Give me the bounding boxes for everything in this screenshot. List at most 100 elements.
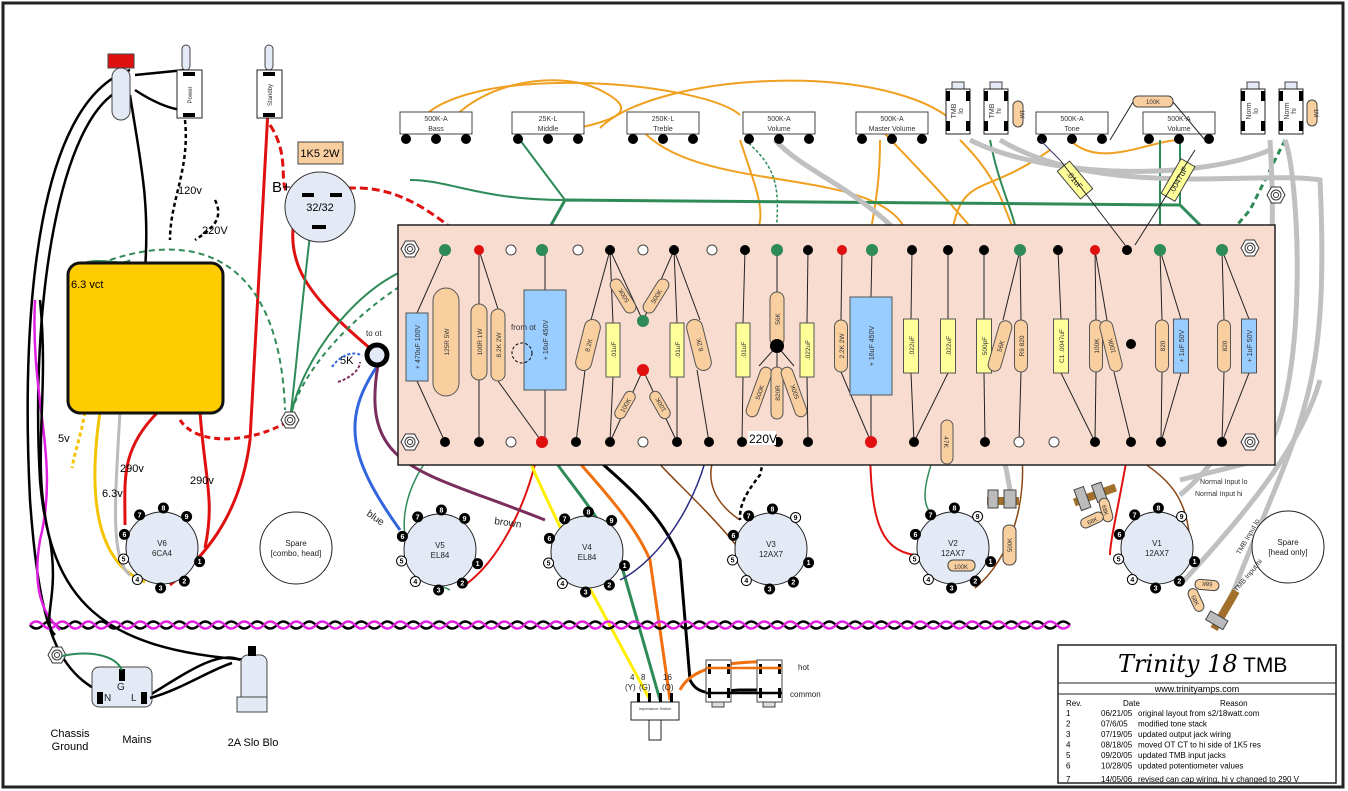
- component-label: 47K: [942, 436, 949, 448]
- svg-text:8: 8: [586, 510, 590, 517]
- tube-pin: 2: [787, 576, 799, 588]
- pot-lug: [774, 134, 784, 144]
- tube-pin: 2: [456, 577, 468, 589]
- jack-resistor: 1M: [1306, 99, 1318, 127]
- standby-switch-label: Standby: [268, 84, 274, 106]
- svg-text:3: 3: [1154, 585, 1158, 592]
- tube-pin: 9: [1176, 510, 1188, 522]
- ground-lug-icon: [400, 240, 420, 258]
- pot-value: 25K-L: [539, 116, 558, 123]
- svg-text:8: 8: [161, 506, 165, 513]
- v1-68k-a: 68K: [1100, 505, 1109, 517]
- tap-4-color: (Y): [625, 683, 636, 692]
- revision-date: 09/20/05: [1101, 751, 1133, 760]
- pot-name: Bass: [428, 126, 444, 133]
- tube-pin: 3: [433, 584, 445, 596]
- tube-pin: 4: [556, 578, 568, 590]
- turret: [605, 245, 615, 255]
- tube-pin: 8: [948, 502, 960, 514]
- tube-sockets: V66CA4123456789V5EL84123456789V4EL841234…: [118, 502, 1201, 598]
- tube-pin: 9: [790, 511, 802, 523]
- fuse-label: 2A Slo Blo: [228, 737, 279, 749]
- svg-text:9: 9: [610, 518, 614, 525]
- svg-text:3: 3: [768, 586, 772, 593]
- tube-pin: 7: [559, 513, 571, 525]
- spare-label: Spare: [1277, 538, 1299, 547]
- revision-number: 5: [1066, 751, 1071, 760]
- component-label: 500K: [789, 383, 801, 400]
- component-label: 500K: [755, 384, 767, 401]
- svg-text:9: 9: [794, 515, 798, 522]
- standby-switch[interactable]: Standby: [256, 44, 283, 119]
- board-res-1: 125R 5W: [432, 287, 460, 397]
- board-res-15: 500K: [745, 366, 773, 418]
- component-label: 500pF: [982, 337, 989, 355]
- board-ecap-33: + 1uF 50V: [1241, 318, 1257, 374]
- pot-name: Master Volume: [869, 126, 916, 133]
- svg-text:6: 6: [400, 534, 404, 541]
- component-label: .022uF: [909, 336, 916, 356]
- turret: [637, 244, 649, 256]
- pot-name: Treble: [653, 126, 673, 133]
- speaker-jacks[interactable]: hot common: [705, 659, 821, 708]
- output-transformer-connector: to ot 5K from ot: [331, 323, 537, 383]
- svg-text:1: 1: [807, 560, 811, 567]
- svg-text:9: 9: [976, 514, 980, 521]
- revision-reason: modified tone stack: [1138, 720, 1208, 729]
- label-5v: 5v: [58, 433, 70, 445]
- tube-pin: 6: [1113, 528, 1125, 540]
- label-290v-b: 290v: [190, 475, 214, 487]
- turret: [1014, 244, 1026, 256]
- tap-16-label: 16: [663, 673, 672, 682]
- pot-value: 500K-A: [1167, 116, 1191, 123]
- common-label: common: [790, 690, 821, 699]
- pot-value: 500K-A: [424, 116, 448, 123]
- svg-text:1: 1: [623, 563, 627, 570]
- component-label: 8.2K: [695, 337, 705, 352]
- board-res-2: 100R 1W: [470, 303, 488, 381]
- component-label: + 1uF 50V: [1247, 329, 1254, 362]
- svg-text:2: 2: [1177, 579, 1181, 586]
- label-290v-a: 290v: [120, 463, 144, 475]
- website: www.trinityamps.com: [1154, 684, 1240, 694]
- tube-pin: 3: [580, 586, 592, 598]
- tube-name: V4: [582, 543, 592, 552]
- svg-text:7: 7: [138, 512, 142, 519]
- impedance-switch[interactable]: Impedance Switch 4 (Y) 8 (G) 16 (O): [625, 673, 680, 741]
- turret: [1126, 437, 1136, 447]
- pot-bass[interactable]: 500K-A Bass: [399, 111, 473, 144]
- power-switch[interactable]: Power: [176, 44, 203, 119]
- turret: [474, 437, 484, 447]
- ground-lug-icon: [400, 433, 420, 451]
- turret: [980, 437, 990, 447]
- revision-reason: moved OT CT to hi side of 1K5 res: [1138, 741, 1261, 750]
- turret: [704, 437, 714, 447]
- tube-pin: 8: [157, 502, 169, 514]
- tube-pin: 2: [178, 575, 190, 587]
- tube-pin: 7: [743, 510, 755, 522]
- turrets: [439, 244, 1228, 448]
- tube-pin: 2: [1173, 575, 1185, 587]
- jack-label: TMB: [989, 103, 996, 118]
- turret: [440, 437, 450, 447]
- turret: [771, 244, 783, 256]
- tube-pin: 3: [1150, 582, 1162, 594]
- tube-pin: 4: [1126, 574, 1138, 586]
- tube-pin: 6: [396, 530, 408, 542]
- revision-number: 4: [1066, 741, 1071, 750]
- hot-label: hot: [798, 663, 810, 672]
